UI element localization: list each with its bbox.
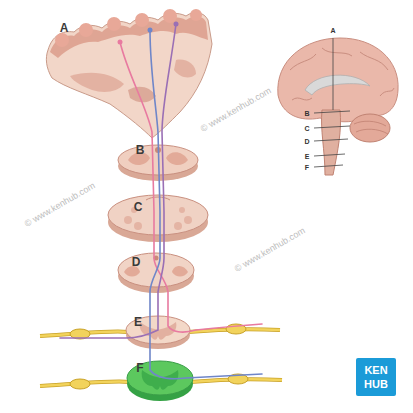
level-letter: D bbox=[304, 138, 309, 145]
pons-slice bbox=[108, 195, 208, 242]
watermark: © www.kenhub.com bbox=[233, 226, 306, 274]
level-letter: C bbox=[304, 125, 309, 132]
section-letter: A bbox=[60, 22, 69, 34]
section-letter: D bbox=[132, 256, 141, 268]
spinal-cord-section bbox=[40, 316, 280, 349]
level-letter: B bbox=[304, 110, 309, 117]
logo-text: HUB bbox=[364, 379, 388, 390]
watermark: © www.kenhub.com bbox=[23, 181, 96, 229]
spinal-cord-section bbox=[40, 361, 282, 401]
cut-level-lines bbox=[314, 38, 350, 167]
inset-brain bbox=[278, 38, 398, 175]
logo-box bbox=[356, 358, 396, 396]
level-letter: A bbox=[330, 27, 335, 34]
level-letter: F bbox=[305, 164, 309, 171]
section-letter: F bbox=[136, 362, 143, 374]
section-letter: B bbox=[136, 144, 145, 156]
watermark: © www.kenhub.com bbox=[199, 86, 272, 134]
logo-text: KEN bbox=[364, 365, 387, 376]
level-letter: E bbox=[305, 153, 310, 160]
tract-lines bbox=[60, 22, 262, 379]
brain-slice bbox=[46, 9, 212, 138]
section-letter: E bbox=[134, 316, 142, 328]
section-letter: C bbox=[134, 201, 143, 213]
